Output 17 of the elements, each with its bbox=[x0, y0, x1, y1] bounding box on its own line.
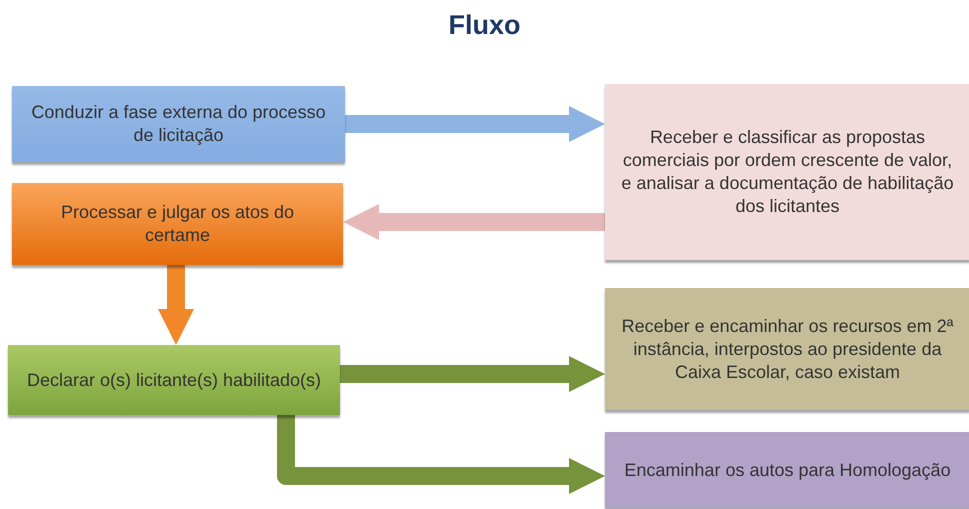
box-text: Encaminhar os autos para Homologação bbox=[624, 458, 951, 482]
box-text: Receber e classificar as propostas comerciais por ordem crescente de valor, e analisar a documentação de habilitação dos licitantes bbox=[620, 126, 955, 218]
process-box bbox=[605, 432, 969, 508]
block-arrow bbox=[340, 356, 605, 392]
process-box bbox=[605, 288, 969, 410]
process-box bbox=[605, 84, 969, 260]
process-box bbox=[12, 86, 345, 162]
block-arrow bbox=[343, 204, 605, 240]
box-text: Declarar o(s) licitante(s) habilitado(s) bbox=[26, 368, 322, 392]
block-arrow bbox=[345, 106, 605, 142]
process-box bbox=[8, 345, 340, 415]
diagram-title: Fluxo bbox=[448, 10, 520, 41]
box-text: Receber e encaminhar os recursos em 2ª instância, interpostos ao presidente da Caixa Escolar, caso existam bbox=[620, 314, 954, 384]
box-text: Conduzir a fase externa do processo de licitação bbox=[30, 101, 327, 147]
block-arrow bbox=[158, 265, 194, 345]
box-text: Processar e julgar os atos do certame bbox=[60, 201, 296, 247]
process-box bbox=[12, 183, 343, 265]
